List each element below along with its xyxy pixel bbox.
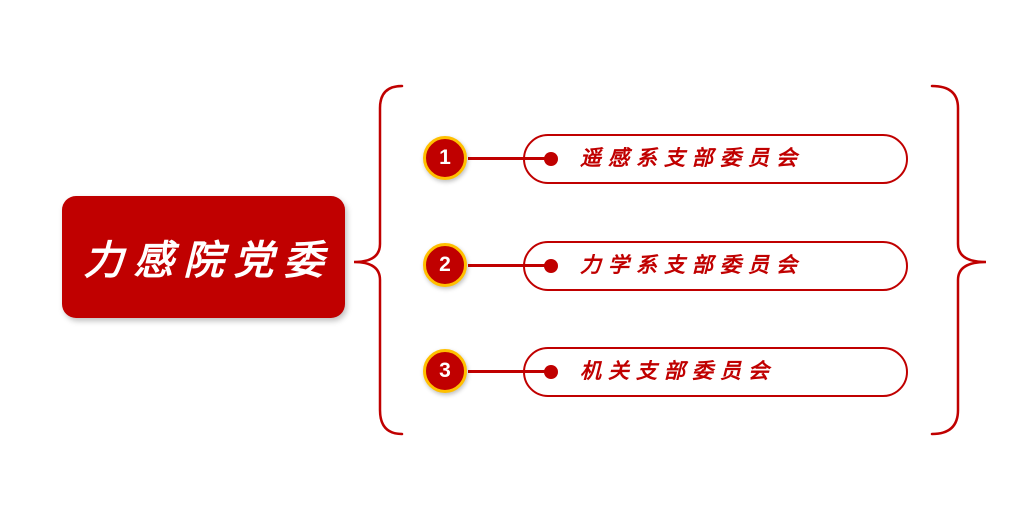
branch-label-2: 力学系支部委员会 [580,254,804,277]
root-node: 力感院党委 [62,196,345,318]
root-node-title: 力感院党委 [83,239,334,283]
left-brace [353,84,404,436]
number-badge-3: 3 [423,349,467,393]
branch-label-1: 遥感系支部委员会 [580,147,804,170]
number-badge-2: 2 [423,243,467,287]
right-brace [930,84,987,436]
connector-line-3 [468,370,554,373]
number-badge-3-text: 3 [439,359,451,382]
branch-item-2: 2 力学系支部委员会 [423,241,913,291]
connector-line-2 [468,264,554,267]
number-badge-2-text: 2 [439,253,451,276]
bullet-dot-1 [544,152,558,166]
bullet-dot-3 [544,365,558,379]
branch-label-3: 机关支部委员会 [580,360,776,383]
branch-pill-1 [523,134,908,184]
connector-line-1 [468,157,554,160]
number-badge-1-text: 1 [439,146,451,169]
branch-item-1: 1 遥感系支部委员会 [423,134,913,184]
branch-item-3: 3 机关支部委员会 [423,347,913,397]
branch-pill-3 [523,347,908,397]
branch-pill-2 [523,241,908,291]
bullet-dot-2 [544,259,558,273]
number-badge-1: 1 [423,136,467,180]
